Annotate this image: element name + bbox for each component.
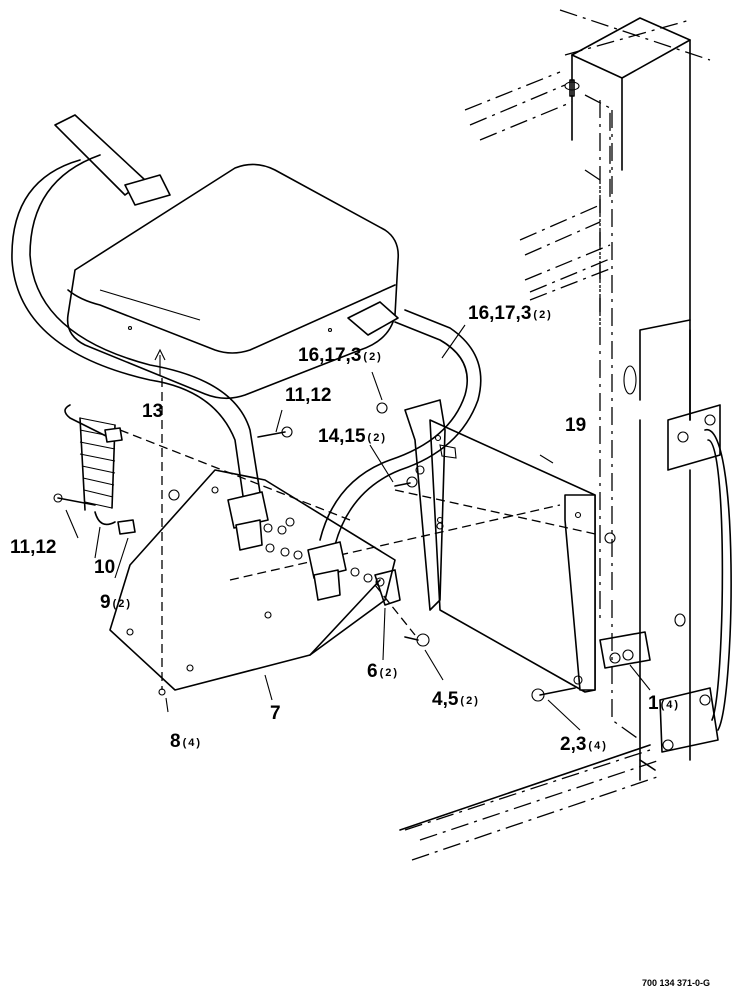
cab-frame — [399, 9, 732, 861]
spring-10 — [64, 404, 136, 535]
callout-11-12-lower: 11,12 — [10, 537, 57, 558]
callout-14-15: 14,15(2) — [318, 426, 387, 447]
seat-cushion-13 — [66, 163, 400, 400]
seat-bracket-19 — [404, 399, 596, 693]
hardware — [53, 402, 651, 702]
callout-2-3: 2,3(4) — [560, 734, 608, 755]
callout-6: 6(2) — [367, 661, 400, 682]
callout-18: 16,17,3(2) — [468, 303, 553, 324]
callout-19: 19 — [565, 415, 587, 436]
seat-base-plate-7 — [109, 469, 401, 691]
callout-9: 9(2) — [100, 592, 133, 613]
callout-4-5: 4,5(2) — [432, 689, 480, 710]
callout-10: 10 — [94, 557, 116, 578]
callout-7: 7 — [270, 703, 281, 724]
drawing-reference-number: 700 134 371-0-G — [642, 978, 711, 988]
alignment-lines — [119, 350, 601, 690]
seat-belt-right — [307, 301, 482, 601]
callout-1: 1(4) — [648, 693, 681, 714]
callout-11-12-upper: 11,12 — [285, 385, 332, 406]
callout-8: 8(4) — [170, 731, 203, 752]
callout-16-17-3: 16,17,3(2) — [298, 345, 383, 366]
callout-13: 13 — [142, 401, 164, 422]
seat-belt-left — [11, 114, 269, 551]
leader-lines — [65, 324, 651, 731]
